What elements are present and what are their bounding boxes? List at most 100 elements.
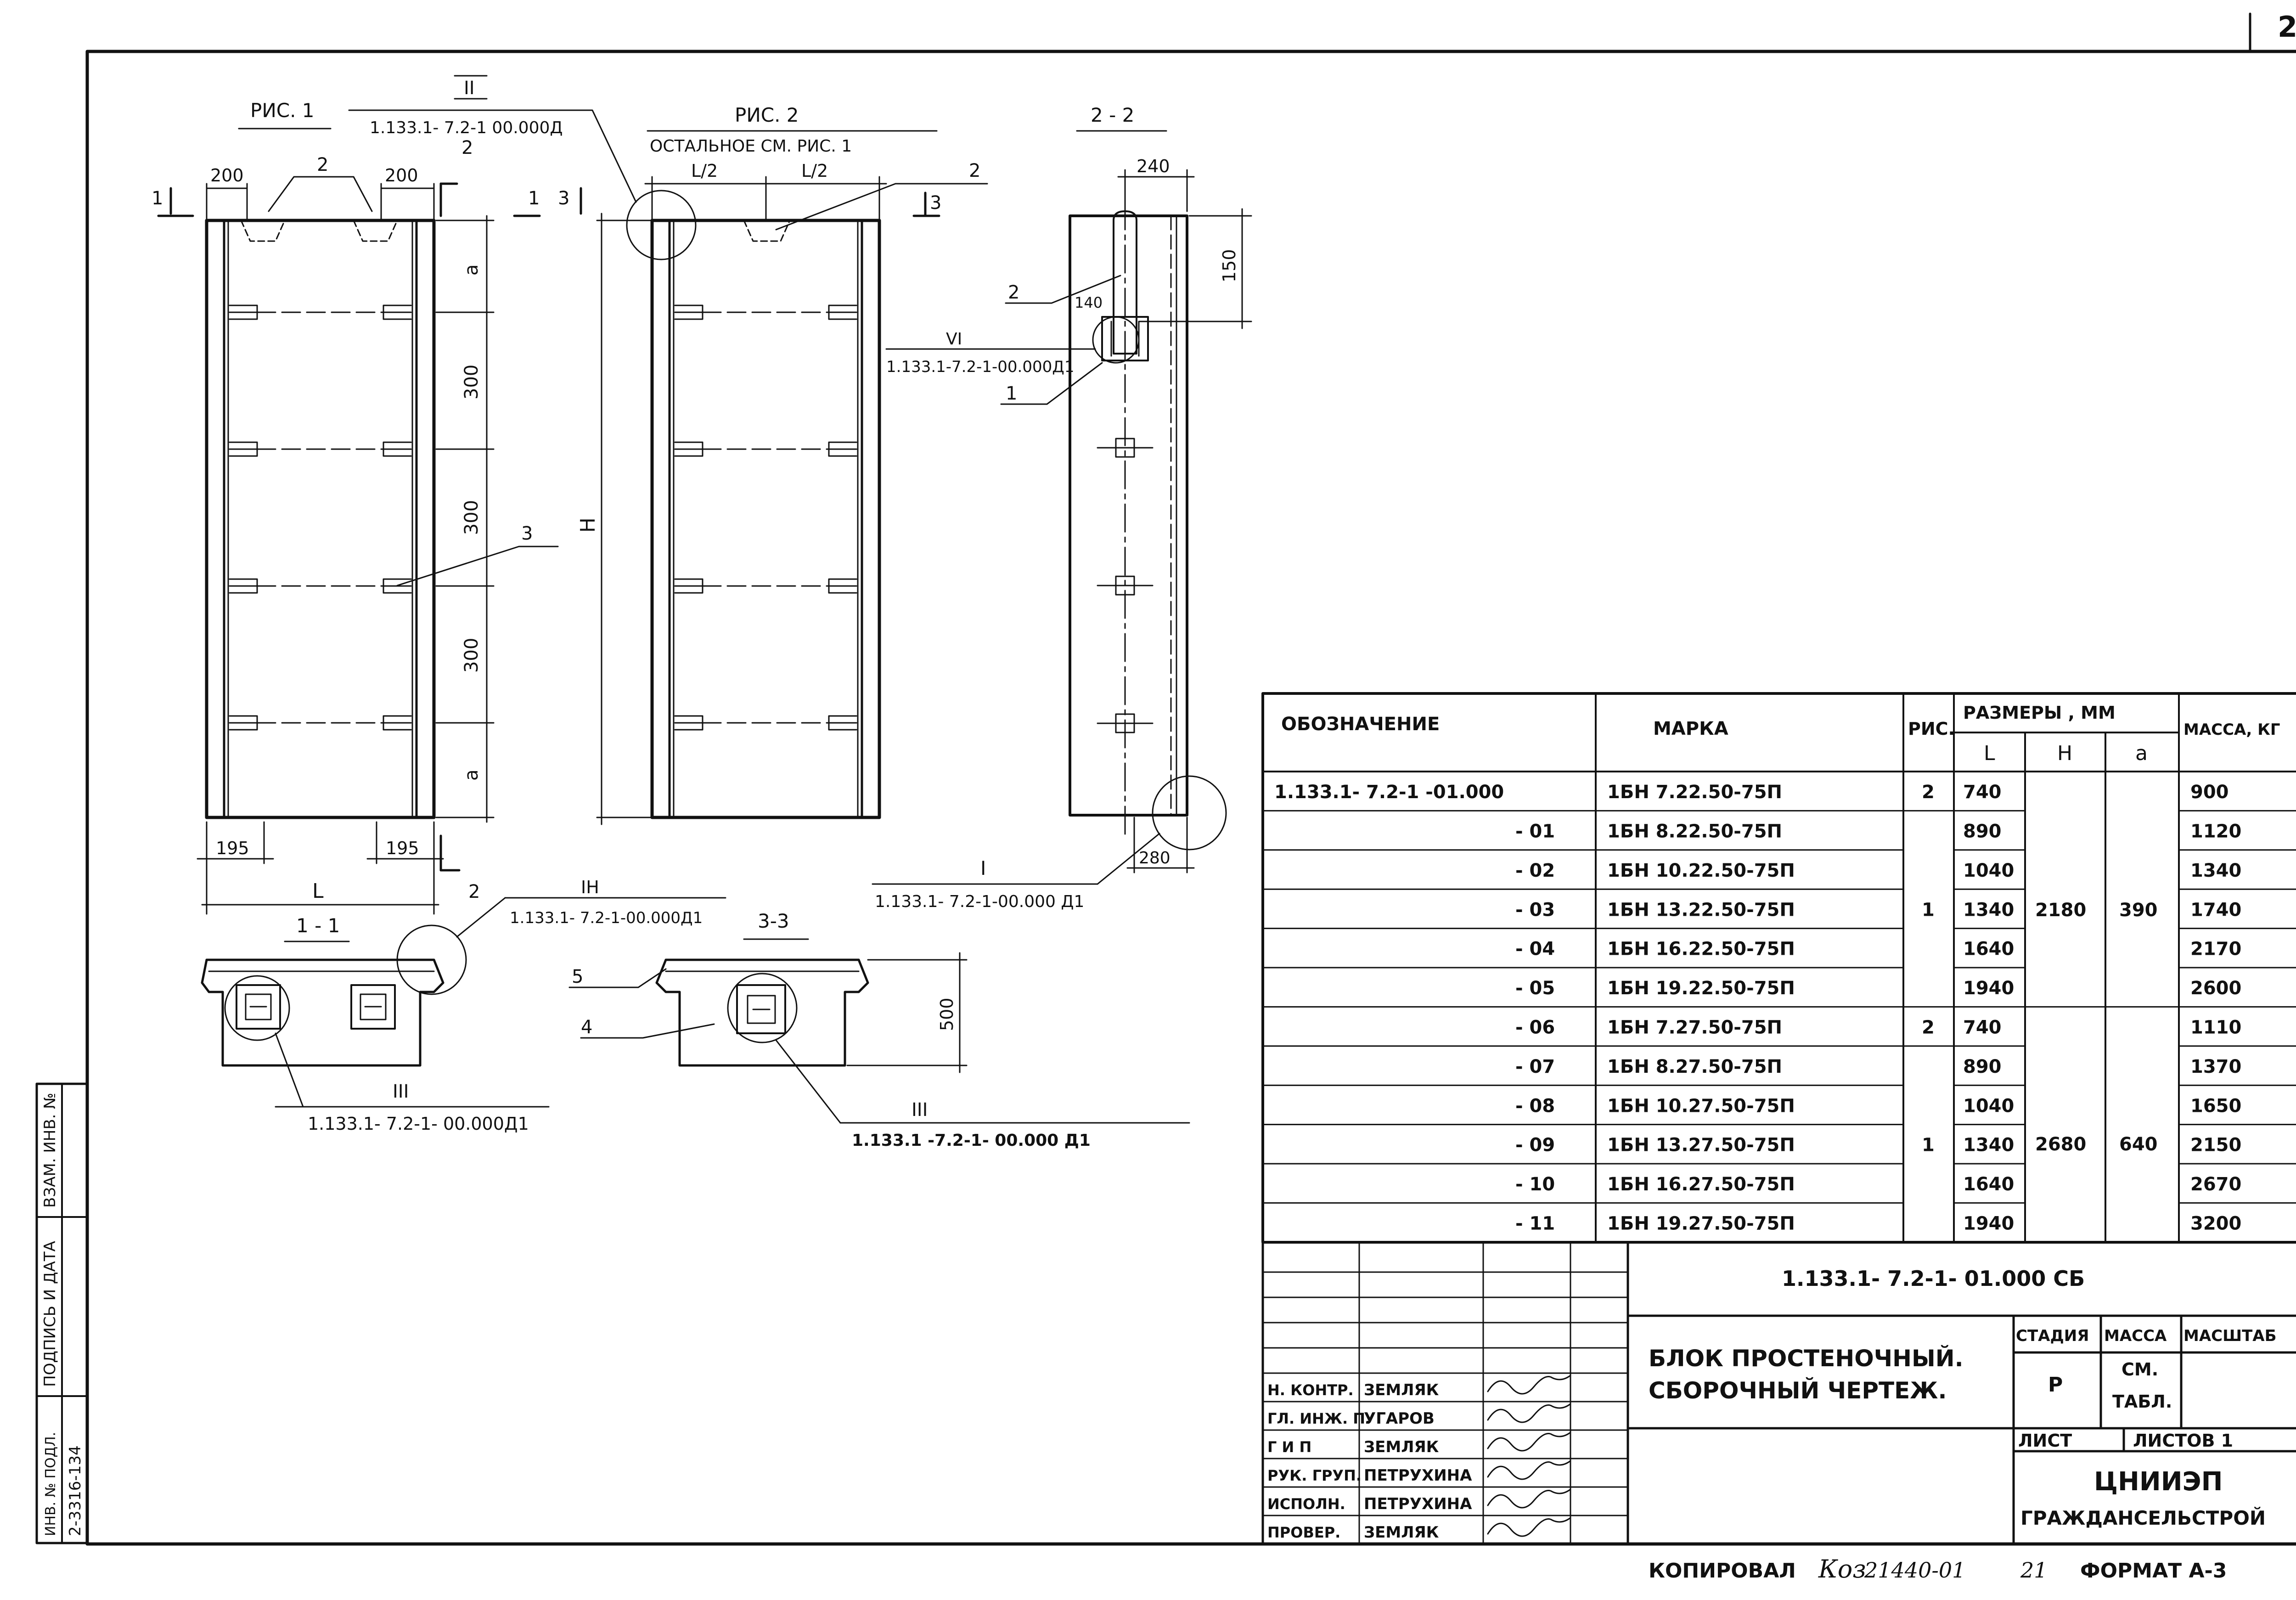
spec-cell-mass: 2150 <box>2190 1135 2241 1156</box>
spec-cell-L: 1040 <box>1963 1095 2014 1116</box>
sec22-dim-280: 280 <box>1139 849 1171 868</box>
spec-group1-H: 2180 <box>2035 900 2086 921</box>
spec-cell-L: 1640 <box>1963 1174 2014 1195</box>
spec-cell-mass: 1370 <box>2190 1056 2241 1077</box>
spec-group2-a: 640 <box>2119 1134 2158 1155</box>
footer-order: 21440-01 <box>1864 1558 1965 1583</box>
fig1-dim-a-bottom: a <box>461 769 482 781</box>
spec-cell-fig: 1 <box>1922 1135 1935 1156</box>
callout-I-reference: 1.133.1- 7.2-1-00.000 Д1 <box>875 892 1084 911</box>
callout-III-a-number: III <box>393 1081 409 1102</box>
title-block-person: ЗЕМЛЯК <box>1364 1438 1439 1456</box>
spec-cell-mass: 3200 <box>2190 1213 2241 1234</box>
section-2-2: 2 - 2 240 150 <box>872 104 1252 911</box>
callout-II-reference: 1.133.1- 7.2-1 00.000Д <box>370 118 563 137</box>
callout-III-a-reference: 1.133.1- 7.2-1- 00.000Д1 <box>308 1114 529 1134</box>
spec-cell-L: 1040 <box>1963 860 2014 881</box>
fig1-front-view: РИС. 1 <box>152 99 559 915</box>
spec-header-H: H <box>2057 742 2072 765</box>
spec-cell-designation: - 07 <box>1515 1056 1555 1077</box>
org-name-1: ЦНИИЭП <box>2094 1467 2223 1497</box>
title-block-person: ЗЕМЛЯК <box>1364 1381 1439 1399</box>
spec-group1-a: 390 <box>2119 900 2158 921</box>
callout-III-b-reference: 1.133.1 -7.2-1- 00.000 Д1 <box>852 1131 1091 1150</box>
fig1-cut-2-bottom: 2 <box>468 881 480 902</box>
signature-mark <box>1487 1403 1571 1423</box>
spec-cell-fig: 1 <box>1922 899 1935 920</box>
spec-cell-designation: - 11 <box>1515 1213 1555 1234</box>
spec-cell-mark: 1БН 19.27.50-75П <box>1607 1213 1795 1234</box>
section-3-3: 3-3 III 1.133.1 -7.2-1- 00.000 Д1 500 5 … <box>568 910 1190 1150</box>
side-vzam-label: ВЗАМ. ИНВ. № <box>41 1093 59 1208</box>
spec-cell-mass: 1340 <box>2190 860 2241 881</box>
fig1-title: РИС. 1 <box>250 99 315 122</box>
section-1-1: 1 - 1 III 1.133.1- 7.2-1- 00.000Д1 IН 1.… <box>201 877 726 1134</box>
spec-cell-designation: - 05 <box>1515 978 1555 999</box>
mass-value-line1: СМ. <box>2122 1359 2158 1380</box>
fig2-lead-2: 2 <box>969 160 980 181</box>
stage-value: Р <box>2048 1373 2063 1397</box>
spec-cell-mass: 1740 <box>2190 899 2241 920</box>
spec-cell-mass: 1110 <box>2190 1017 2241 1038</box>
fig1-dim-195-right: 195 <box>386 838 419 858</box>
spec-cell-mass: 1650 <box>2190 1095 2241 1116</box>
fig1-cut-2-top: 2 <box>461 137 473 158</box>
spec-table: ОБОЗНАЧЕНИЕ МАРКА РИС. РАЗМЕРЫ , ММ L H … <box>1261 692 2296 1244</box>
fig1-dim-300-3: 300 <box>461 638 482 673</box>
spec-cell-L: 1640 <box>1963 939 2014 960</box>
callout-IH-reference: 1.133.1- 7.2-1-00.000Д1 <box>510 909 703 927</box>
fig1-dim-200-left: 200 <box>210 165 244 186</box>
fig2-dim-H: H <box>576 518 600 533</box>
signature-mark <box>1487 1488 1571 1509</box>
spec-cell-designation: - 09 <box>1515 1135 1555 1156</box>
sec22-dim-140: 140 <box>1075 294 1103 311</box>
spec-cell-mark: 1БН 16.22.50-75П <box>1607 939 1795 960</box>
callout-IH-number: IН <box>581 877 599 897</box>
spec-cell-designation: - 03 <box>1515 899 1555 920</box>
fig1-dim-195-left: 195 <box>216 838 249 858</box>
fig2-note: ОСТАЛЬНОЕ СМ. РИС. 1 <box>650 137 852 156</box>
footer-copier-signature: Коз <box>1818 1555 1866 1583</box>
scale-label: МАСШТАБ <box>2183 1327 2277 1345</box>
title-block-person: УГАРОВ <box>1364 1409 1435 1428</box>
fig1-lead-3: 3 <box>521 523 533 544</box>
footer-format: ФОРМАТ А-3 <box>2080 1559 2227 1583</box>
spec-header-mark: МАРКА <box>1653 718 1728 739</box>
spec-cell-mark: 1БН 7.22.50-75П <box>1607 782 1782 803</box>
sec33-lead-4: 4 <box>581 1017 592 1038</box>
spec-group2-H: 2680 <box>2035 1134 2086 1155</box>
sheet-frame: 20 <box>85 10 2296 1546</box>
spec-cell-mark: 1БН 13.27.50-75П <box>1607 1135 1795 1156</box>
spec-cell-designation: - 02 <box>1515 860 1555 881</box>
callout-I-number: I <box>980 857 986 879</box>
title-block-person: ЗЕМЛЯК <box>1364 1523 1439 1542</box>
fig1-dim-200-right: 200 <box>385 165 418 186</box>
spec-header-designation: ОБОЗНАЧЕНИЕ <box>1281 714 1440 735</box>
fig1-lead-2: 2 <box>317 154 328 175</box>
spec-cell-mass: 2600 <box>2190 978 2241 999</box>
fig2-front-view: РИС. 2 ОСТАЛЬНОЕ СМ. РИС. 1 <box>348 75 988 825</box>
spec-cell-designation: 1.133.1- 7.2-1 -01.000 <box>1274 782 1504 803</box>
mass-label: МАССА <box>2104 1327 2167 1345</box>
callout-II-number: II <box>464 78 475 99</box>
sec33-title: 3-3 <box>758 910 789 932</box>
spec-header-mass: МАССА, КГ <box>2183 721 2280 739</box>
spec-cell-mark: 1БН 19.22.50-75П <box>1607 978 1795 999</box>
spec-cell-mass: 2670 <box>2190 1174 2241 1195</box>
sec22-lead-2: 2 <box>1008 282 1019 303</box>
callout-VI-reference: 1.133.1-7.2-1-00.000Д1 <box>886 358 1074 376</box>
doc-code: 1.133.1- 7.2-1- 01.000 СБ <box>1782 1266 2085 1291</box>
doc-name-line1: БЛОК ПРОСТЕНОЧНЫЙ. <box>1649 1345 1964 1372</box>
side-strip: ВЗАМ. ИНВ. № ПОДПИСЬ И ДАТА ИНВ. № ПОДЛ.… <box>35 1082 89 1544</box>
spec-cell-L: 890 <box>1963 821 2002 842</box>
doc-name-line2: СБОРОЧНЫЙ ЧЕРТЕЖ. <box>1649 1377 1947 1404</box>
spec-cell-mark: 1БН 8.22.50-75П <box>1607 821 1782 842</box>
fig2-cut-3-right: 3 <box>930 192 941 214</box>
spec-cell-designation: - 04 <box>1515 939 1555 960</box>
spec-cell-designation: - 10 <box>1515 1174 1555 1195</box>
title-block-person: ПЕТРУХИНА <box>1364 1466 1472 1485</box>
sec22-dim-150: 150 <box>1219 249 1239 282</box>
fig2-dim-L2-b: L/2 <box>801 161 828 181</box>
